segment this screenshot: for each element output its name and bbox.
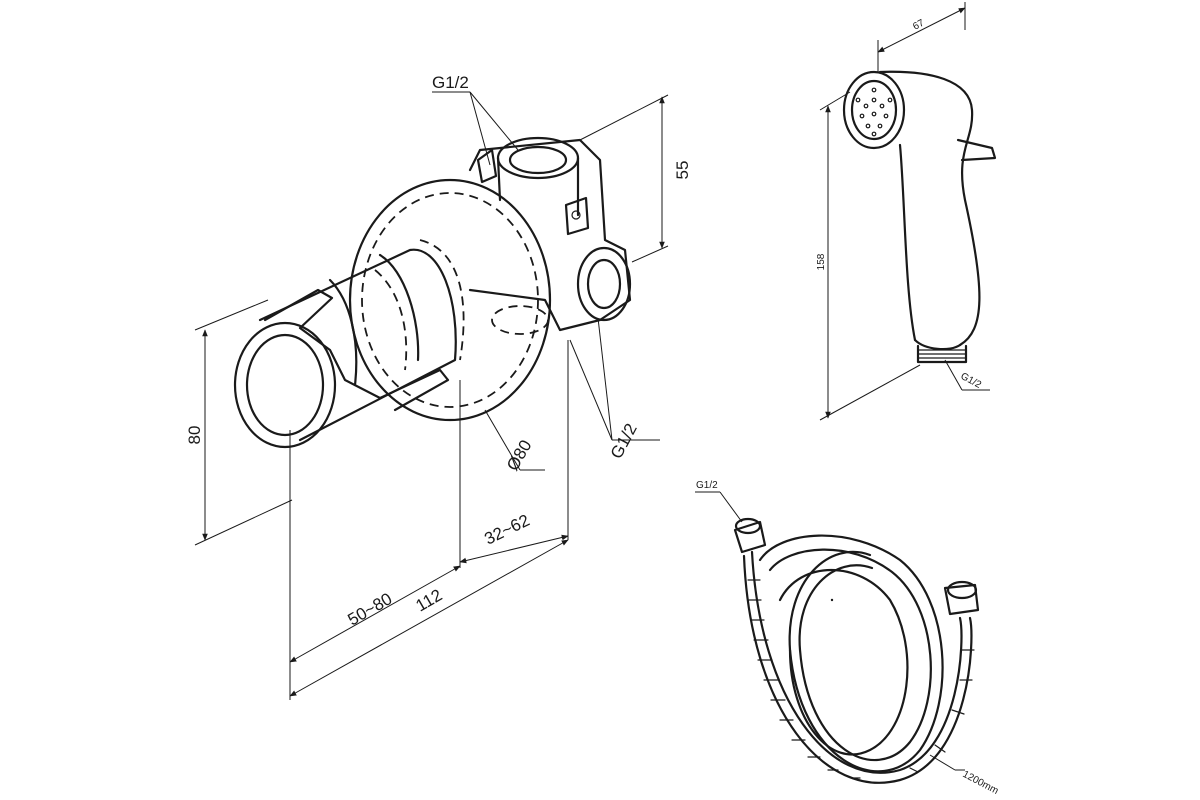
label-height-top: 55 — [673, 161, 692, 180]
label-handset-thread: G1/2 — [959, 371, 984, 391]
label-thread-side: G1/2 — [607, 420, 641, 461]
label-hose-thread: G1/2 — [696, 480, 718, 491]
label-diameter: Ø80 — [503, 437, 536, 474]
valve-body-drawing — [233, 136, 632, 449]
label-height-left: 80 — [185, 426, 204, 445]
label-hose-length: 1200mm — [961, 769, 1001, 797]
label-depth-adjust: 32~62 — [481, 511, 532, 549]
valve-dimension-labels: G1/2 55 80 Ø80 G1/2 32~62 50~80 112 — [185, 73, 692, 629]
valve-dimension-lines — [194, 91, 669, 700]
label-handle-adjust: 50~80 — [345, 589, 396, 629]
hose-dimension-lines — [695, 491, 965, 771]
hose-corrugation — [747, 579, 975, 779]
hose-drawing — [733, 517, 980, 784]
hand-shower-dimension-lines — [819, 2, 990, 421]
hose-coil — [742, 534, 973, 784]
label-handset-length: 158 — [816, 253, 827, 270]
label-handset-width: 67 — [911, 18, 926, 33]
label-thread-top: G1/2 — [432, 73, 469, 92]
hand-shower-dimension-labels: 67 158 G1/2 — [816, 18, 983, 392]
hand-shower-drawing — [842, 70, 997, 364]
